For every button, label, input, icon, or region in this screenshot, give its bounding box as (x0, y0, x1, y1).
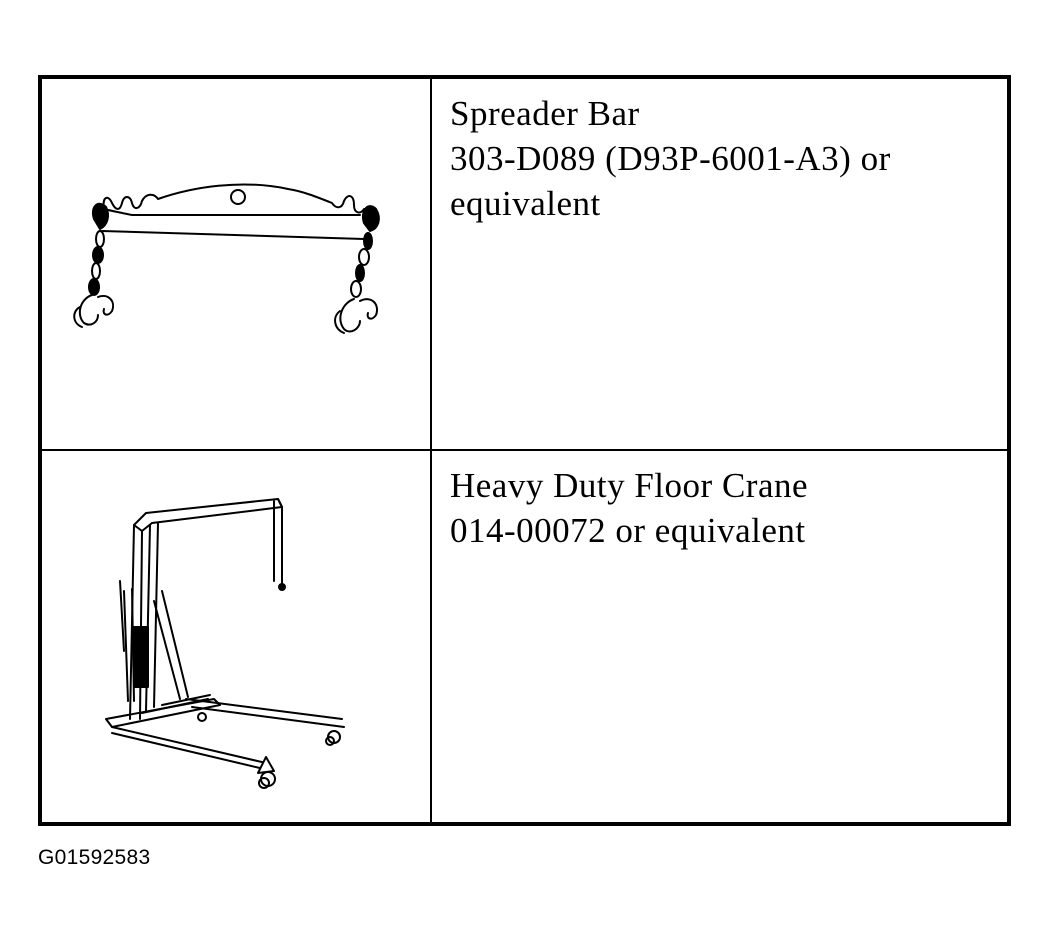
tool-row-floor-crane: Heavy Duty Floor Crane 014-00072 or equi… (42, 451, 1007, 822)
tool-description-spreader-bar: Spreader Bar 303-D089 (D93P-6001-A3) or … (450, 91, 995, 226)
tool-description-floor-crane: Heavy Duty Floor Crane 014-00072 or equi… (450, 463, 995, 553)
tool-name: Spreader Bar (450, 94, 640, 133)
column-divider (430, 451, 432, 822)
figure-id: G01592583 (38, 846, 151, 869)
tool-number: 014-00072 or equivalent (450, 511, 806, 550)
tool-row-spreader-bar: Spreader Bar 303-D089 (D93P-6001-A3) or … (42, 79, 1007, 451)
spreader-bar-icon (73, 183, 380, 334)
floor-crane-illustration (42, 451, 430, 822)
floor-crane-icon (105, 498, 345, 789)
tool-number: 303-D089 (D93P-6001-A3) or (450, 139, 891, 178)
tool-number-continued: equivalent (450, 184, 601, 223)
tool-name: Heavy Duty Floor Crane (450, 466, 809, 505)
spreader-bar-illustration (42, 79, 430, 449)
column-divider (430, 79, 432, 449)
special-tools-table: Spreader Bar 303-D089 (D93P-6001-A3) or … (38, 75, 1011, 826)
